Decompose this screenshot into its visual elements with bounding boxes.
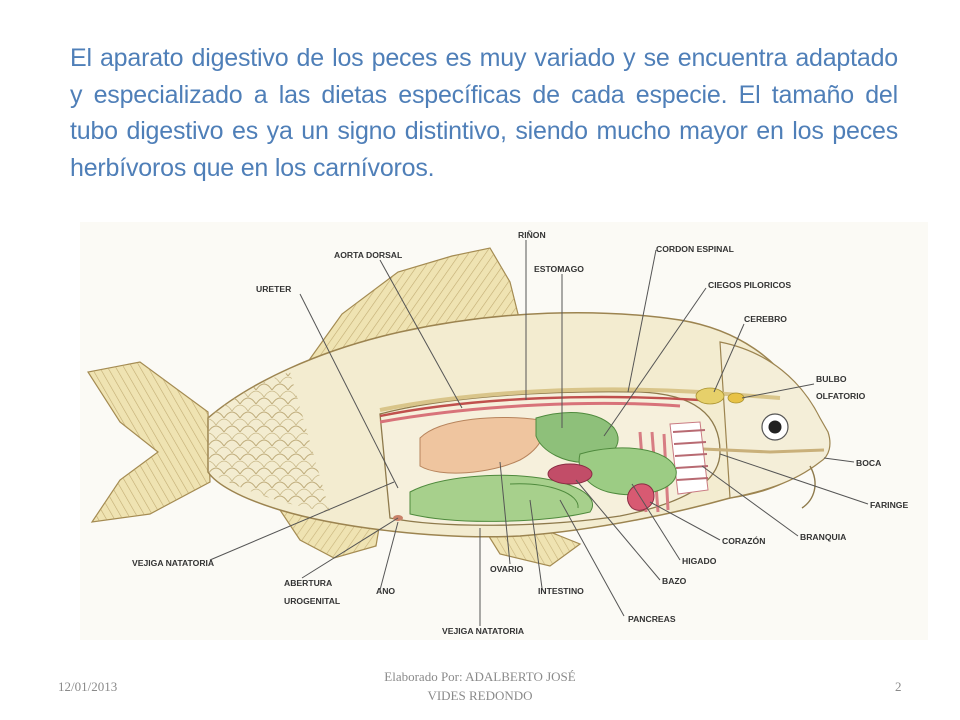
label-vejiga-natatoria-bottom: VEJIGA NATATORIA xyxy=(442,626,524,636)
label-bazo: BAZO xyxy=(662,576,687,586)
label-abertura: ABERTURA xyxy=(284,578,332,588)
bulbo-shape xyxy=(727,392,745,404)
footer-date: 12/01/2013 xyxy=(58,679,118,694)
leader-ovario xyxy=(499,461,511,565)
fish-anatomy-illustration: RIÑON AORTA DORSAL CORDON ESPINAL ESTOMA… xyxy=(80,222,928,640)
label-urogenital: UROGENITAL xyxy=(284,596,340,606)
label-olfatorio: OLFATORIO xyxy=(816,391,866,401)
label-ureter: URETER xyxy=(256,284,292,294)
cerebro-shape xyxy=(695,387,725,405)
footer-page-number: 2 xyxy=(895,679,902,694)
label-ano: ANO xyxy=(376,586,395,596)
aorta-line xyxy=(379,395,701,418)
footer-author-line2: VIDES REDONDO xyxy=(427,688,533,703)
leader-corazon xyxy=(649,501,721,541)
label-estomago: ESTOMAGO xyxy=(534,264,584,274)
leader-cordon-espinal xyxy=(627,249,657,393)
leader-vejiga-left xyxy=(209,481,395,561)
label-vejiga-natatoria-left: VEJIGA NATATORIA xyxy=(132,558,214,568)
leader-bulbo xyxy=(741,383,815,399)
label-ovario: OVARIO xyxy=(490,564,524,574)
barbel xyxy=(801,465,816,509)
leader-ano xyxy=(379,521,399,591)
leader-bazo xyxy=(575,479,661,581)
bazo-shape xyxy=(547,463,593,485)
label-intestino: INTESTINO xyxy=(538,586,584,596)
label-cordon-espinal: CORDON ESPINAL xyxy=(656,244,734,254)
leader-faringe xyxy=(719,453,869,505)
slide-body-text: El aparato digestivo de los peces es muy… xyxy=(70,44,898,182)
leader-ciegos xyxy=(603,287,707,437)
leader-branquia xyxy=(701,465,799,537)
higado-shape xyxy=(578,447,677,496)
leader-boca xyxy=(823,457,855,463)
label-rinon: RIÑON xyxy=(518,230,546,240)
faringe-line xyxy=(679,446,825,454)
label-aorta-dorsal: AORTA DORSAL xyxy=(334,250,402,260)
label-faringe: FARINGE xyxy=(870,500,908,510)
rinon-band xyxy=(379,401,681,424)
footer-author: Elaborado Por: ADALBERTO JOSÉ VIDES REDO… xyxy=(350,667,610,705)
intestino-shape xyxy=(409,474,593,522)
cordon-espinal-line xyxy=(379,387,781,412)
label-boca: BOCA xyxy=(856,458,881,468)
label-higado: HIGADO xyxy=(682,556,717,566)
leader-aorta-dorsal xyxy=(379,259,463,409)
label-branquia: BRANQUIA xyxy=(800,532,846,542)
footer-author-line1: Elaborado Por: ADALBERTO JOSÉ xyxy=(384,669,576,684)
leader-higado xyxy=(631,483,681,561)
label-corazon: CORAZÓN xyxy=(722,535,765,546)
leader-abertura xyxy=(301,517,399,579)
fish-anatomy-diagram: RIÑON AORTA DORSAL CORDON ESPINAL ESTOMA… xyxy=(80,222,928,640)
label-ciegos-piloricos: CIEGOS PILORICOS xyxy=(708,280,791,290)
label-bulbo: BULBO xyxy=(816,374,847,384)
leader-cerebro xyxy=(713,323,745,393)
leader-intestino xyxy=(529,499,543,589)
label-pancreas: PANCREAS xyxy=(628,614,676,624)
leader-ureter xyxy=(299,293,399,489)
label-cerebro: CEREBRO xyxy=(744,314,787,324)
leader-pancreas xyxy=(559,499,625,617)
